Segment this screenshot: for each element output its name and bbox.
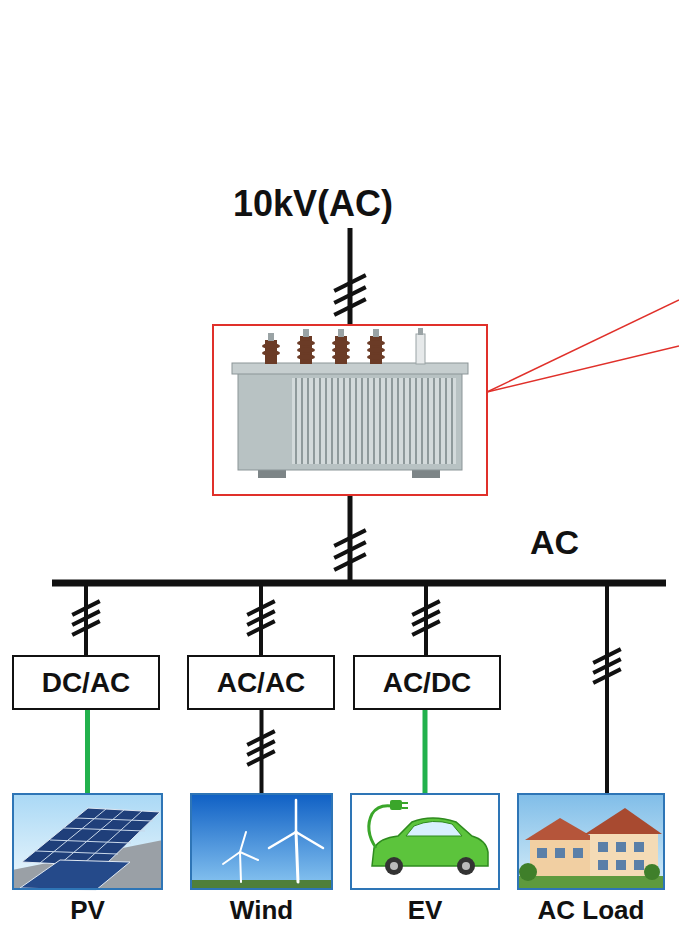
source-label: PV (12, 896, 163, 926)
pv-picture (12, 793, 163, 890)
picture-frame (12, 793, 163, 890)
source-label: EV (350, 896, 500, 926)
source-label: AC Load (517, 896, 665, 926)
caption-area: PV (12, 896, 163, 926)
building-picture (517, 793, 665, 890)
converter-box: DC/AC (12, 655, 160, 710)
transformer-picture (213, 325, 487, 495)
drop-wire (86, 583, 607, 793)
voltage-label: 10kV(AC) (233, 183, 393, 224)
picture-frame (517, 793, 665, 890)
picture-frame (190, 793, 333, 890)
source-node: PV (12, 793, 163, 926)
connector-wire (85, 710, 90, 793)
voltage-label: AC (530, 523, 579, 562)
caption-area: Wind (190, 896, 333, 926)
connector-wire (260, 710, 264, 793)
caption-area: EV (350, 896, 500, 926)
connector-wire (423, 710, 428, 793)
source-node: EV (350, 793, 500, 926)
source-node: AC Load (517, 793, 665, 926)
converter-label: DC/AC (42, 667, 131, 699)
wind-picture (190, 793, 333, 890)
converter-label: AC/AC (217, 667, 306, 699)
source-label: Wind (190, 896, 333, 926)
source-node: Wind (190, 793, 333, 926)
callout-line (487, 300, 679, 392)
ac-bus (52, 580, 666, 587)
converter-box: AC/DC (353, 655, 501, 710)
picture-frame (350, 793, 500, 890)
converter-box: AC/AC (187, 655, 335, 710)
ev-picture (350, 793, 500, 890)
caption-area: AC Load (517, 896, 665, 926)
converter-label: AC/DC (383, 667, 472, 699)
three-phase-mark (74, 276, 619, 764)
